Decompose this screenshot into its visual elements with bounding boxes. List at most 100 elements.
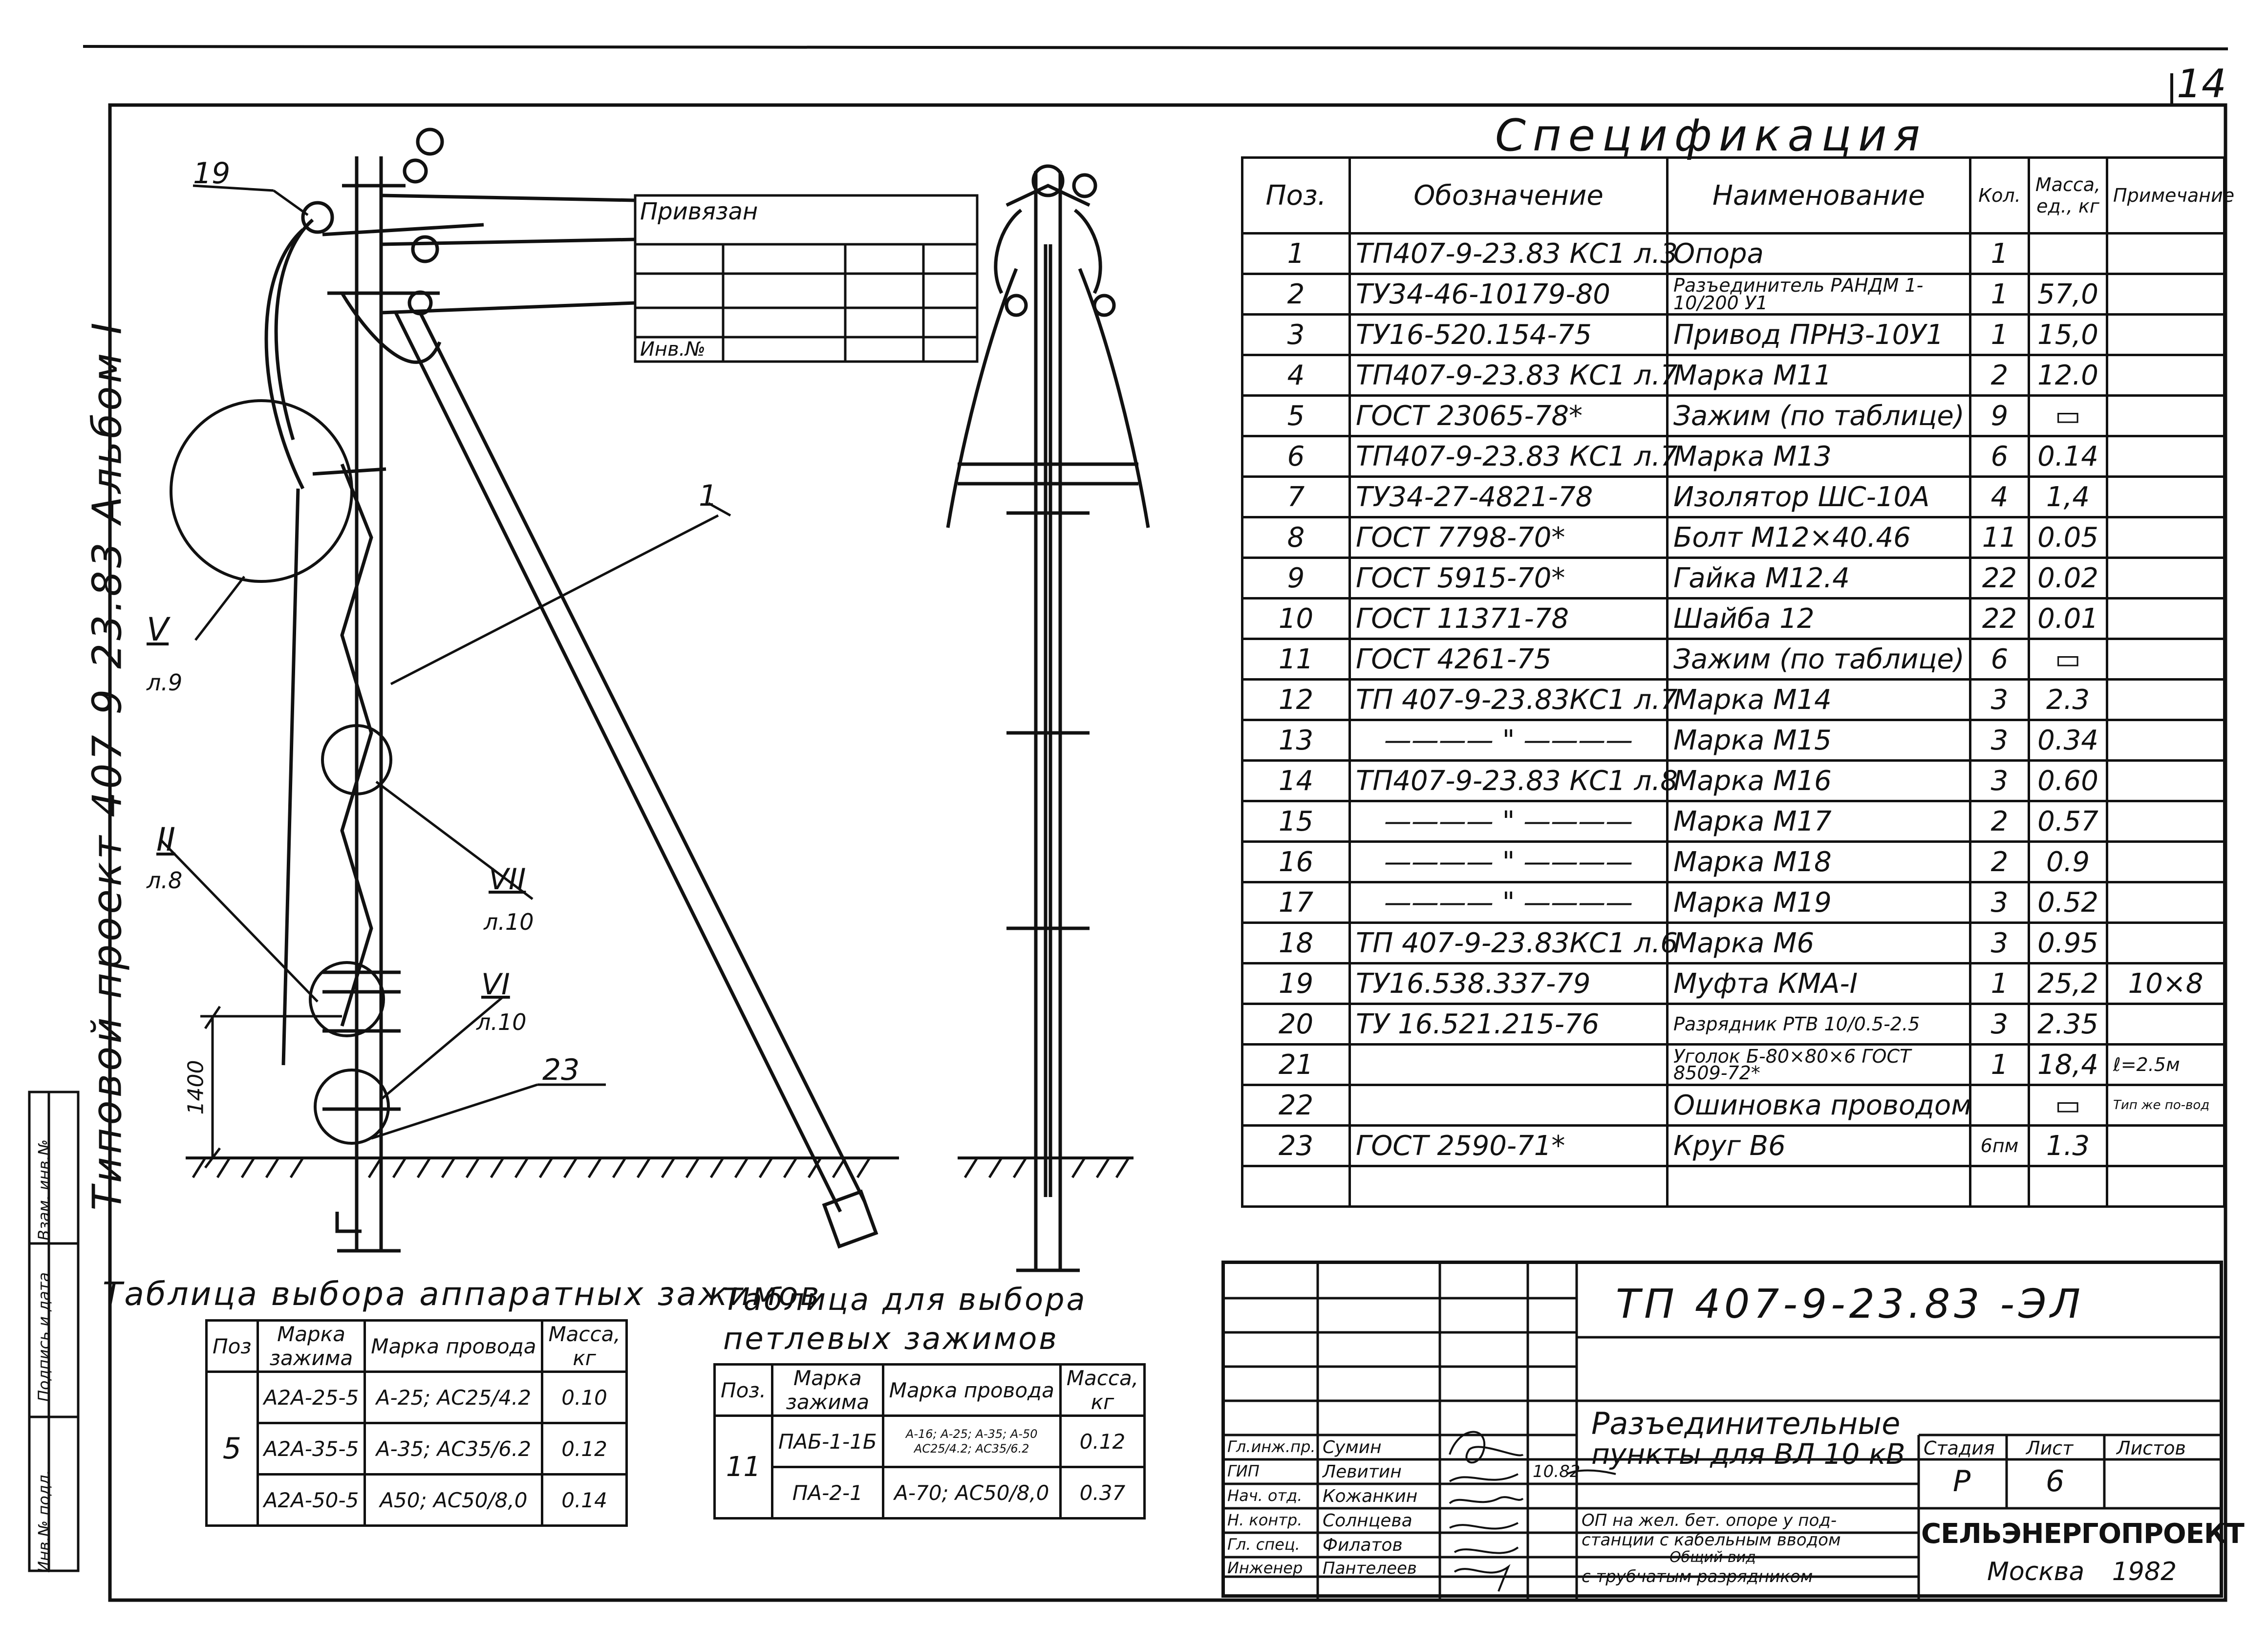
title-block-title-1: Разъединительные: [1591, 1406, 1901, 1441]
spec-name: Марка М6: [1666, 921, 1971, 964]
spec-note: [2106, 800, 2225, 843]
spec-note: [2106, 313, 2225, 356]
spec-note: [2106, 435, 2225, 478]
spec-qty: 1: [1969, 1043, 2030, 1086]
spec-mass: 0.34: [2028, 719, 2108, 762]
loop-header-mark: Марка зажима: [770, 1363, 884, 1417]
spec-note: [2106, 759, 2225, 802]
spec-header-mass: Масса, ед., кг: [2028, 156, 2108, 235]
apparatus-wire: А50; АС50/8,0: [364, 1473, 544, 1527]
spec-name: Уголок Б-80×80×6 ГОСТ 8509-72*: [1666, 1043, 1971, 1086]
spec-pos: 12: [1241, 678, 1351, 721]
spec-pos: 1: [1241, 232, 1351, 275]
spec-qty: 3: [1969, 759, 2030, 802]
table-row: А2А-35-5 А-35; АС35/6.2 0.12: [207, 1422, 628, 1476]
spec-table: Поз. Обозначение Наименование Кол. Масса…: [1241, 156, 2234, 1208]
pole-side-view: [264, 128, 636, 1253]
spec-pos: 2: [1241, 273, 1351, 316]
sheet-frame: [108, 103, 2227, 1602]
sign-date: 10.82: [1533, 1462, 1581, 1481]
title-block-desc-3: Общий вид: [1669, 1549, 1756, 1566]
table-loop: Поз. Марка зажима Марка провода Масса, к…: [713, 1363, 1146, 1520]
apparatus-header-mass: Масса, кг: [541, 1319, 628, 1373]
apparatus-mark: А2А-25-5: [256, 1370, 366, 1424]
apparatus-mark: А2А-35-5: [256, 1422, 366, 1476]
spec-qty: [1969, 1084, 2030, 1127]
spec-name: Марка М11: [1666, 354, 1971, 397]
ground-hatch: [192, 1157, 871, 1178]
table-row: 5 А2А-25-5 А-25; АС25/4.2 0.10: [205, 1370, 628, 1527]
side-stamp-2: Подпись и дата: [35, 1272, 53, 1402]
org-city-year: Москва 1982: [1987, 1557, 2177, 1586]
spec-note: [2106, 273, 2225, 316]
apparatus-mass: 0.12: [541, 1422, 628, 1476]
spec-code: ———— " ————: [1348, 719, 1669, 762]
spec-note: [2106, 354, 2225, 397]
loop-header-wire: Марка провода: [881, 1363, 1062, 1417]
spec-qty: 6: [1969, 638, 2030, 681]
apparatus-wire: А-35; АС35/6.2: [364, 1422, 544, 1476]
callout-VI: VI: [481, 967, 510, 1002]
spec-qty: 1: [1969, 232, 2030, 275]
table-apparatus: Поз Марка зажима Марка провода Масса, кг…: [205, 1319, 628, 1527]
spec-code: ———— " ————: [1348, 881, 1669, 924]
spec-note: [2106, 1124, 2225, 1167]
title-block-grid: [1225, 1264, 2223, 1601]
spec-header-note: Примечание: [2106, 156, 2234, 235]
spec-pos: 16: [1241, 840, 1351, 883]
staff-role: Гл. спец.: [1227, 1535, 1300, 1554]
loop-mark: ПА-2-1: [770, 1466, 884, 1520]
spec-name: Марка М18: [1666, 840, 1971, 883]
staff-name: Пантелеев: [1323, 1559, 1417, 1578]
spec-qty: 2: [1969, 840, 2030, 883]
callout-V: V: [147, 611, 169, 648]
table-row-empty: [1241, 1165, 2225, 1208]
spec-qty: 1: [1969, 273, 2030, 316]
spec-name: Изолятор ШС-10А: [1666, 475, 1971, 518]
callout-II-sheet: л.8: [147, 867, 183, 894]
spec-header-qty: Кол.: [1969, 156, 2030, 235]
spec-note: [2106, 516, 2225, 559]
spec-qty: 6пм: [1969, 1124, 2030, 1167]
spec-note: [2106, 921, 2225, 964]
spec-pos: 17: [1241, 881, 1351, 924]
spec-mass: ▭: [2028, 1084, 2108, 1127]
spec-pos: 7: [1241, 475, 1351, 518]
spec-note: Тип же по-вод: [2106, 1084, 2225, 1127]
spec-qty: 2: [1969, 800, 2030, 843]
spec-code: ТП 407-9-23.83КС1 л.6: [1348, 921, 1678, 964]
title-block-desc-1: ОП на жел. бет. опоре у под-: [1582, 1511, 1837, 1530]
callout-II: II: [156, 821, 175, 858]
spec-name: Привод ПРНЗ-10У1: [1666, 313, 1971, 356]
spec-name: Шайба 12: [1666, 597, 1971, 640]
spec-qty: 9: [1969, 394, 2030, 437]
spec-pos: 5: [1241, 394, 1351, 437]
spec-mass: 0.52: [2028, 881, 2108, 924]
staff-role: Инженер: [1227, 1559, 1303, 1577]
staff-name: Левитин: [1323, 1462, 1402, 1482]
spec-code: ТУ34-46-10179-80: [1348, 273, 1669, 316]
staff-name: Солнцева: [1323, 1511, 1412, 1531]
callout-VI-sheet: л.10: [476, 1009, 527, 1035]
table-loop-header: Поз. Марка зажима Марка провода Масса, к…: [713, 1363, 1146, 1417]
staff-role: Гл.инж.пр.: [1227, 1437, 1316, 1456]
spec-note: [2106, 394, 2225, 437]
binding-box-inv: Инв.№: [640, 338, 706, 361]
table-apparatus-title: Таблица выбора аппаратных зажимов: [103, 1275, 821, 1313]
spec-pos: 13: [1241, 719, 1351, 762]
side-stamp-1: Инв.№ подл.: [35, 1470, 53, 1573]
spec-mass: 1.3: [2028, 1124, 2108, 1167]
spec-mass: 0.05: [2028, 516, 2108, 559]
spec-mass: 0.95: [2028, 921, 2108, 964]
spec-mass: 0.02: [2028, 557, 2108, 599]
spec-qty: 3: [1969, 881, 2030, 924]
